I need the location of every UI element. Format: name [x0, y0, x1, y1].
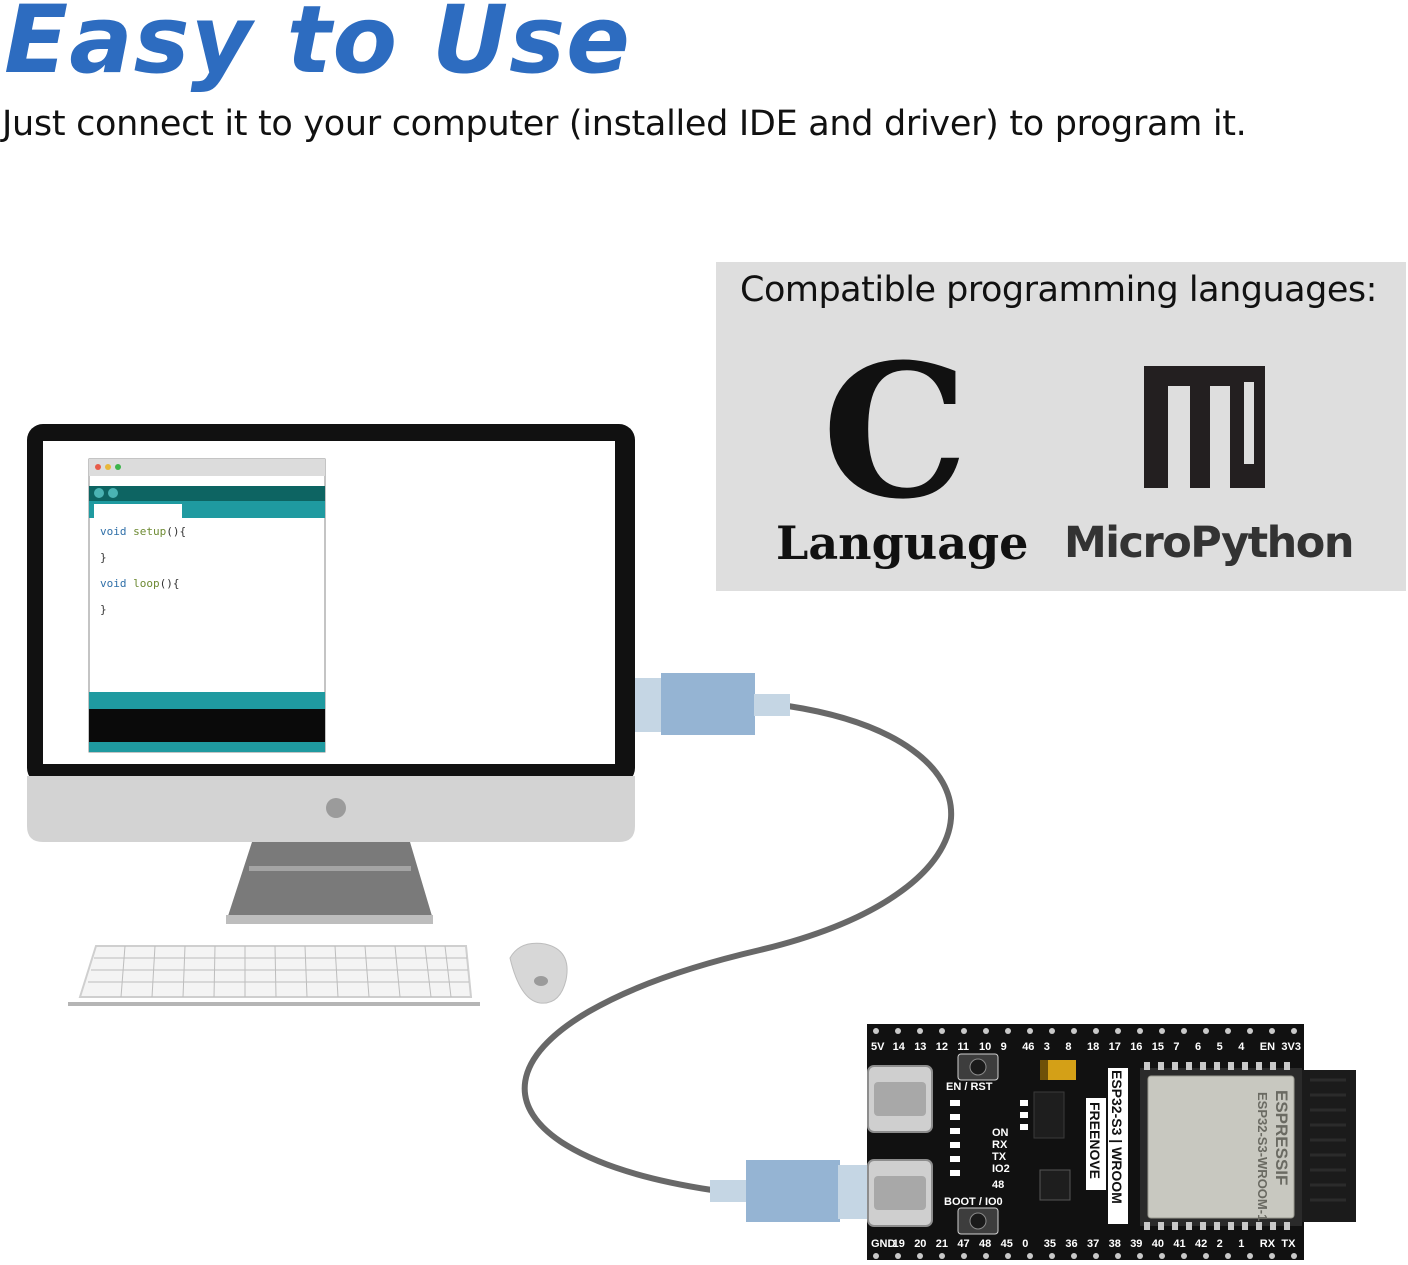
usb-plug-computer [635, 673, 790, 735]
page-subtitle: Just connect it to your computer (instal… [2, 104, 1247, 144]
usb-serial-chip [1039, 1169, 1071, 1201]
micropython-label: MicroPython [1064, 518, 1354, 568]
io2-led-label: IO2 [992, 1163, 1010, 1175]
bottom-pin-36: 36 [1065, 1238, 1077, 1250]
tantalum-capacitor [1040, 1060, 1076, 1080]
module-vendor-label: ESPRESSIF [1272, 1090, 1291, 1185]
top-pin-en: EN [1260, 1041, 1275, 1053]
top-pin-18: 18 [1087, 1041, 1099, 1053]
code-line-setup-end: } [100, 551, 107, 564]
bottom-pin-19: 19 [893, 1238, 905, 1250]
top-pin-46: 46 [1022, 1041, 1034, 1053]
top-pin-5v: 5V [871, 1041, 885, 1053]
keyboard-icon [68, 945, 480, 1006]
mouse-icon [509, 942, 568, 1004]
bottom-pin-47: 47 [957, 1238, 969, 1250]
bottom-pin-35: 35 [1044, 1238, 1056, 1250]
en-rst-label: EN / RST [946, 1081, 993, 1093]
code-line-loop: void loop(){ [100, 577, 180, 590]
top-pin-17: 17 [1109, 1041, 1121, 1053]
rgb-48-label: 48 [992, 1179, 1004, 1191]
languages-heading: Compatible programming languages: [740, 270, 1377, 310]
bottom-pin-gnd: GND [871, 1238, 896, 1250]
bottom-pin-45: 45 [1001, 1238, 1013, 1250]
top-pin-6: 6 [1195, 1041, 1201, 1053]
top-pin-15: 15 [1152, 1041, 1164, 1053]
top-pin-14: 14 [893, 1041, 906, 1053]
top-pin-16: 16 [1130, 1041, 1142, 1053]
bottom-pin-2: 2 [1217, 1238, 1223, 1250]
top-pin-9: 9 [1001, 1041, 1007, 1053]
top-pin-5: 5 [1217, 1041, 1223, 1053]
esp32-module: ESP32-S3-WROOM-1 ESPRESSIF [1140, 1062, 1302, 1230]
top-pin-3: 3 [1044, 1041, 1050, 1053]
on-led-label: ON [992, 1127, 1009, 1139]
window-minimize-icon [105, 464, 111, 470]
board-brand-label: FREENOVE [1087, 1102, 1103, 1179]
bottom-pin-39: 39 [1130, 1238, 1142, 1250]
usb-cable [521, 703, 954, 1193]
top-pin-labels: 5V 14 13 12 11 10 9 46 3 8 18 17 16 15 7 6 5 4 EN 3V3 [871, 1041, 1301, 1053]
top-pin-10: 10 [979, 1041, 991, 1053]
module-part-label: ESP32-S3-WROOM-1 [1255, 1092, 1270, 1221]
ide-window: void setup(){ } void loop(){ } [88, 458, 326, 753]
bottom-pin-20: 20 [914, 1238, 926, 1250]
bottom-pin-48: 48 [979, 1238, 991, 1250]
ide-console [89, 709, 325, 742]
micropython-logo-icon [1144, 366, 1265, 488]
code-line-setup: void setup(){ [100, 525, 186, 538]
upload-icon [108, 488, 118, 498]
monitor-stand [228, 842, 432, 916]
bottom-pin-0: 0 [1022, 1238, 1028, 1250]
page-title: Easy to Use [4, 0, 631, 95]
top-pin-12: 12 [936, 1041, 948, 1053]
bottom-pin-40: 40 [1152, 1238, 1164, 1250]
rx-led-label: RX [992, 1139, 1008, 1151]
top-pin-7: 7 [1173, 1041, 1179, 1053]
bottom-pin-37: 37 [1087, 1238, 1099, 1250]
board-model-label: ESP32-S3 | WROOM [1109, 1070, 1125, 1204]
c-language-label: Language [776, 516, 1029, 570]
bottom-pin-21: 21 [936, 1238, 948, 1250]
bottom-pin-41: 41 [1173, 1238, 1185, 1250]
languages-panel: Compatible programming languages: C Lang… [716, 262, 1406, 591]
usb-plug-board [710, 1160, 868, 1222]
bottom-pin-tx: TX [1281, 1238, 1296, 1250]
bottom-pin-rx: RX [1260, 1238, 1276, 1250]
tx-led-label: TX [992, 1151, 1007, 1163]
top-pin-3v3: 3V3 [1281, 1041, 1301, 1053]
monitor-power-icon [326, 798, 346, 818]
top-pin-11: 11 [957, 1041, 969, 1053]
bottom-pin-38: 38 [1109, 1238, 1121, 1250]
code-line-loop-end: } [100, 603, 107, 616]
voltage-regulator [1033, 1091, 1065, 1139]
bottom-pin-42: 42 [1195, 1238, 1207, 1250]
boot-io0-label: BOOT / IO0 [944, 1196, 1003, 1208]
top-pin-8: 8 [1065, 1041, 1071, 1053]
window-close-icon [95, 464, 101, 470]
top-pin-13: 13 [914, 1041, 926, 1053]
verify-icon [94, 488, 104, 498]
top-pin-4: 4 [1238, 1041, 1245, 1053]
c-language-logo: C [822, 324, 969, 540]
window-maximize-icon [115, 464, 121, 470]
bottom-pin-1: 1 [1238, 1238, 1244, 1250]
